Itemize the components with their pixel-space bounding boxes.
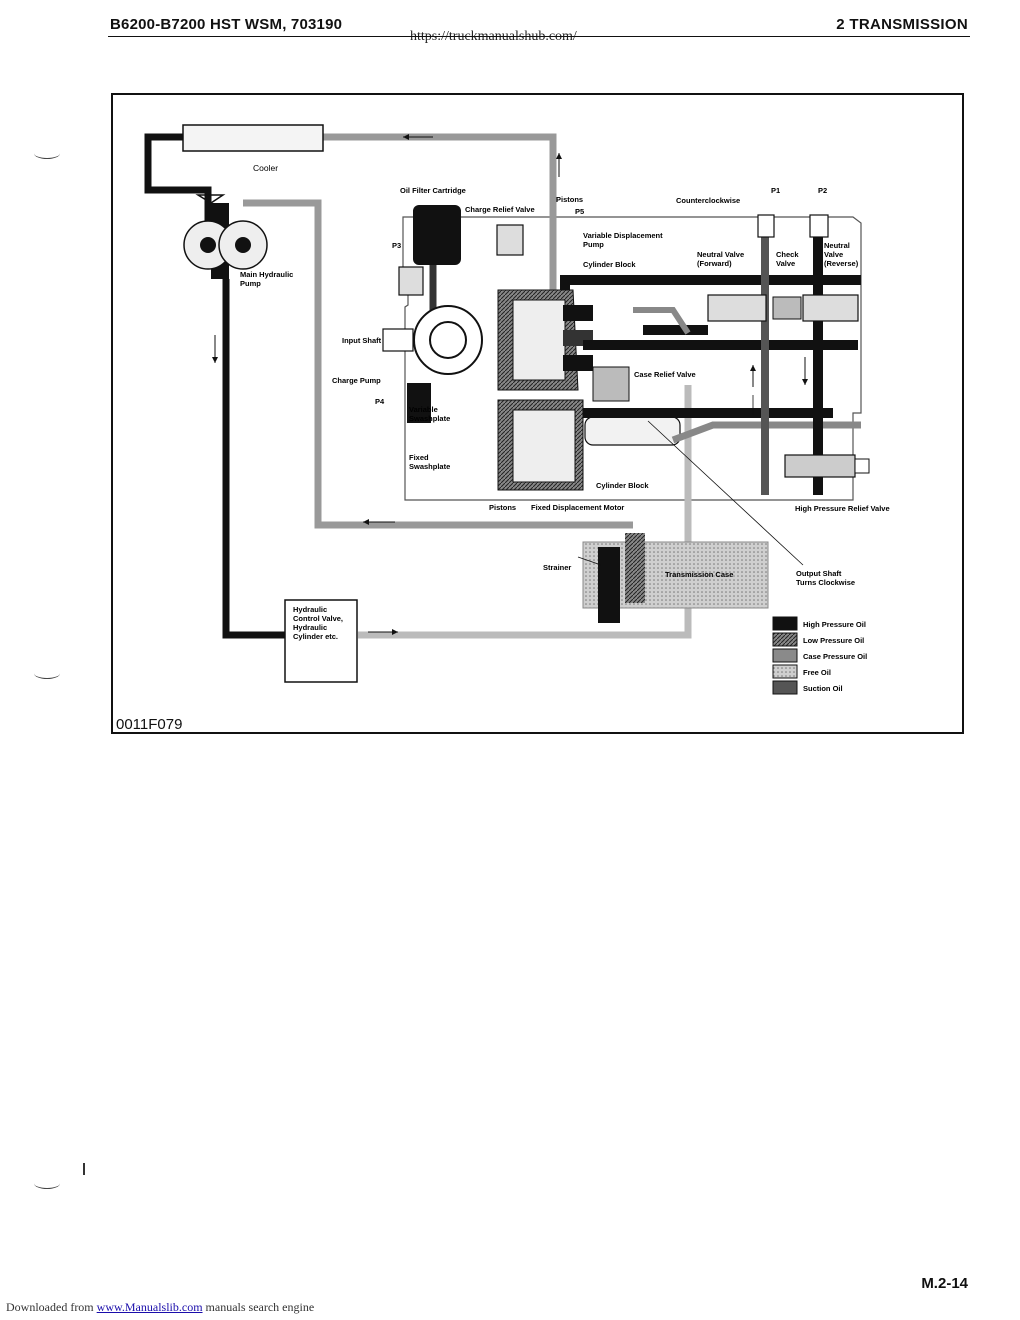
label-fixed-disp-motor: Fixed Displacement Motor xyxy=(531,503,624,512)
hydraulic-control-valve-box xyxy=(284,599,358,683)
label-counterclockwise: Counterclockwise xyxy=(676,196,740,205)
label-hyd-control-3: Hydraulic xyxy=(293,623,327,632)
label-p1: P1 xyxy=(771,186,780,195)
p1-port xyxy=(757,214,775,238)
check-valve xyxy=(772,296,802,320)
neutral-valve-reverse xyxy=(802,294,859,322)
label-main-pump-1: Main Hydraulic xyxy=(240,270,293,279)
strainer-filter xyxy=(625,533,645,603)
label-p3: P3 xyxy=(392,241,401,250)
legend-swatch-low-pressure xyxy=(772,632,798,647)
header-rule xyxy=(108,36,970,37)
legend-label-high-pressure: High Pressure Oil xyxy=(803,620,866,629)
p4-port xyxy=(407,383,431,423)
legend-label-suction-oil: Suction Oil xyxy=(803,684,843,693)
legend-swatch-free-oil xyxy=(772,664,798,679)
footer-prefix: Downloaded from xyxy=(6,1300,94,1314)
control-valve-return-pipe xyxy=(358,385,692,639)
legend-label-case-pressure: Case Pressure Oil xyxy=(803,652,867,661)
label-strainer: Strainer xyxy=(543,563,571,572)
label-neutral-rev-3: (Reverse) xyxy=(824,259,859,268)
label-output-shaft-1: Output Shaft xyxy=(796,569,842,578)
output-shaft xyxy=(584,416,681,446)
label-cylinder-block-bottom: Cylinder Block xyxy=(596,481,649,490)
variable-pump-cylinder-block xyxy=(512,299,566,381)
label-check-valve-2: Valve xyxy=(776,259,795,268)
hst-hydraulic-circuit-figure: Cooler Oil Filter Cartridge Charge Relie… xyxy=(111,93,964,734)
label-cooler: Cooler xyxy=(253,163,278,173)
label-neutral-rev-1: Neutral xyxy=(824,241,850,250)
header-url[interactable]: https://truckmanualshub.com/ xyxy=(410,29,577,44)
pump-suction-pipe xyxy=(243,199,633,529)
punch-hole-mark xyxy=(34,668,60,679)
label-charge-pump: Charge Pump xyxy=(332,376,381,385)
charge-relief-valve xyxy=(496,224,524,256)
input-shaft xyxy=(382,328,414,352)
label-neutral-fwd-1: Neutral Valve xyxy=(697,250,744,259)
label-fixed-swash-2: Swashplate xyxy=(409,462,450,471)
oil-legend: High Pressure Oil Low Pressure Oil Case … xyxy=(772,616,867,695)
footer-suffix: manuals search engine xyxy=(205,1300,315,1314)
page-number: M.2-14 xyxy=(921,1275,968,1292)
case-relief-valve xyxy=(592,366,630,402)
cooler-body xyxy=(182,124,324,152)
label-p4: P4 xyxy=(375,397,385,406)
neutral-valve-forward xyxy=(707,294,767,322)
label-hyd-control-4: Cylinder etc. xyxy=(293,632,338,641)
footer-manualslib-link[interactable]: www.Manualslib.com xyxy=(96,1300,203,1314)
label-fixed-swash-1: Fixed xyxy=(409,453,429,462)
label-hp-relief-valve: High Pressure Relief Valve xyxy=(795,504,890,513)
label-p2: P2 xyxy=(818,186,827,195)
label-var-disp-pump-1: Variable Displacement xyxy=(583,231,663,240)
label-var-disp-pump-2: Pump xyxy=(583,240,604,249)
legend-swatch-high-pressure xyxy=(772,616,798,631)
legend-swatch-suction-oil xyxy=(772,680,798,695)
legend-swatch-case-pressure xyxy=(772,648,798,663)
oil-filter-cartridge xyxy=(413,205,461,265)
header-manual-title: B6200-B7200 HST WSM, 703190 xyxy=(110,16,343,33)
label-check-valve-1: Check xyxy=(776,250,799,259)
margin-tick xyxy=(83,1163,85,1175)
label-hyd-control-1: Hydraulic xyxy=(293,605,327,614)
label-var-swash-2: Swashplate xyxy=(409,414,450,423)
label-input-shaft: Input Shaft xyxy=(342,336,382,345)
label-output-shaft-2: Turns Clockwise xyxy=(796,578,855,587)
label-hyd-control-2: Control Valve, xyxy=(293,614,343,623)
label-var-swash-1: Variable xyxy=(409,405,438,414)
label-neutral-rev-2: Valve xyxy=(824,250,843,259)
pump-pressure-pipe xyxy=(222,279,285,639)
label-cylinder-block-top: Cylinder Block xyxy=(583,260,636,269)
legend-label-low-pressure: Low Pressure Oil xyxy=(803,636,864,645)
cooler-supply-pipe xyxy=(323,133,557,295)
punch-hole-mark xyxy=(34,148,60,159)
download-footer: Downloaded from www.Manualslib.com manua… xyxy=(6,1300,314,1315)
label-p5: P5 xyxy=(575,207,584,216)
hydraulic-circuit-diagram: Cooler Oil Filter Cartridge Charge Relie… xyxy=(144,124,890,695)
label-case-relief-valve: Case Relief Valve xyxy=(634,370,696,379)
header-section-title: 2 TRANSMISSION xyxy=(836,16,968,33)
high-pressure-relief-valve xyxy=(784,454,856,478)
figure-code: 0011F079 xyxy=(116,716,183,733)
fixed-motor-cylinder-block xyxy=(512,409,576,483)
cooler-return-pipe xyxy=(144,133,212,235)
label-transmission-case: Transmission Case xyxy=(665,570,733,579)
punch-hole-mark xyxy=(34,1178,60,1189)
label-pistons-top: Pistons xyxy=(556,195,583,204)
pump-inlet-symbol xyxy=(195,194,226,204)
label-charge-relief-valve: Charge Relief Valve xyxy=(465,205,535,214)
label-pistons-bottom: Pistons xyxy=(489,503,516,512)
strainer-body xyxy=(598,547,620,623)
label-main-pump-2: Pump xyxy=(240,279,261,288)
legend-label-free-oil: Free Oil xyxy=(803,668,831,677)
label-neutral-fwd-2: (Forward) xyxy=(697,259,732,268)
p3-port xyxy=(398,266,424,296)
p2-port xyxy=(809,214,829,238)
label-oil-filter: Oil Filter Cartridge xyxy=(400,186,466,195)
